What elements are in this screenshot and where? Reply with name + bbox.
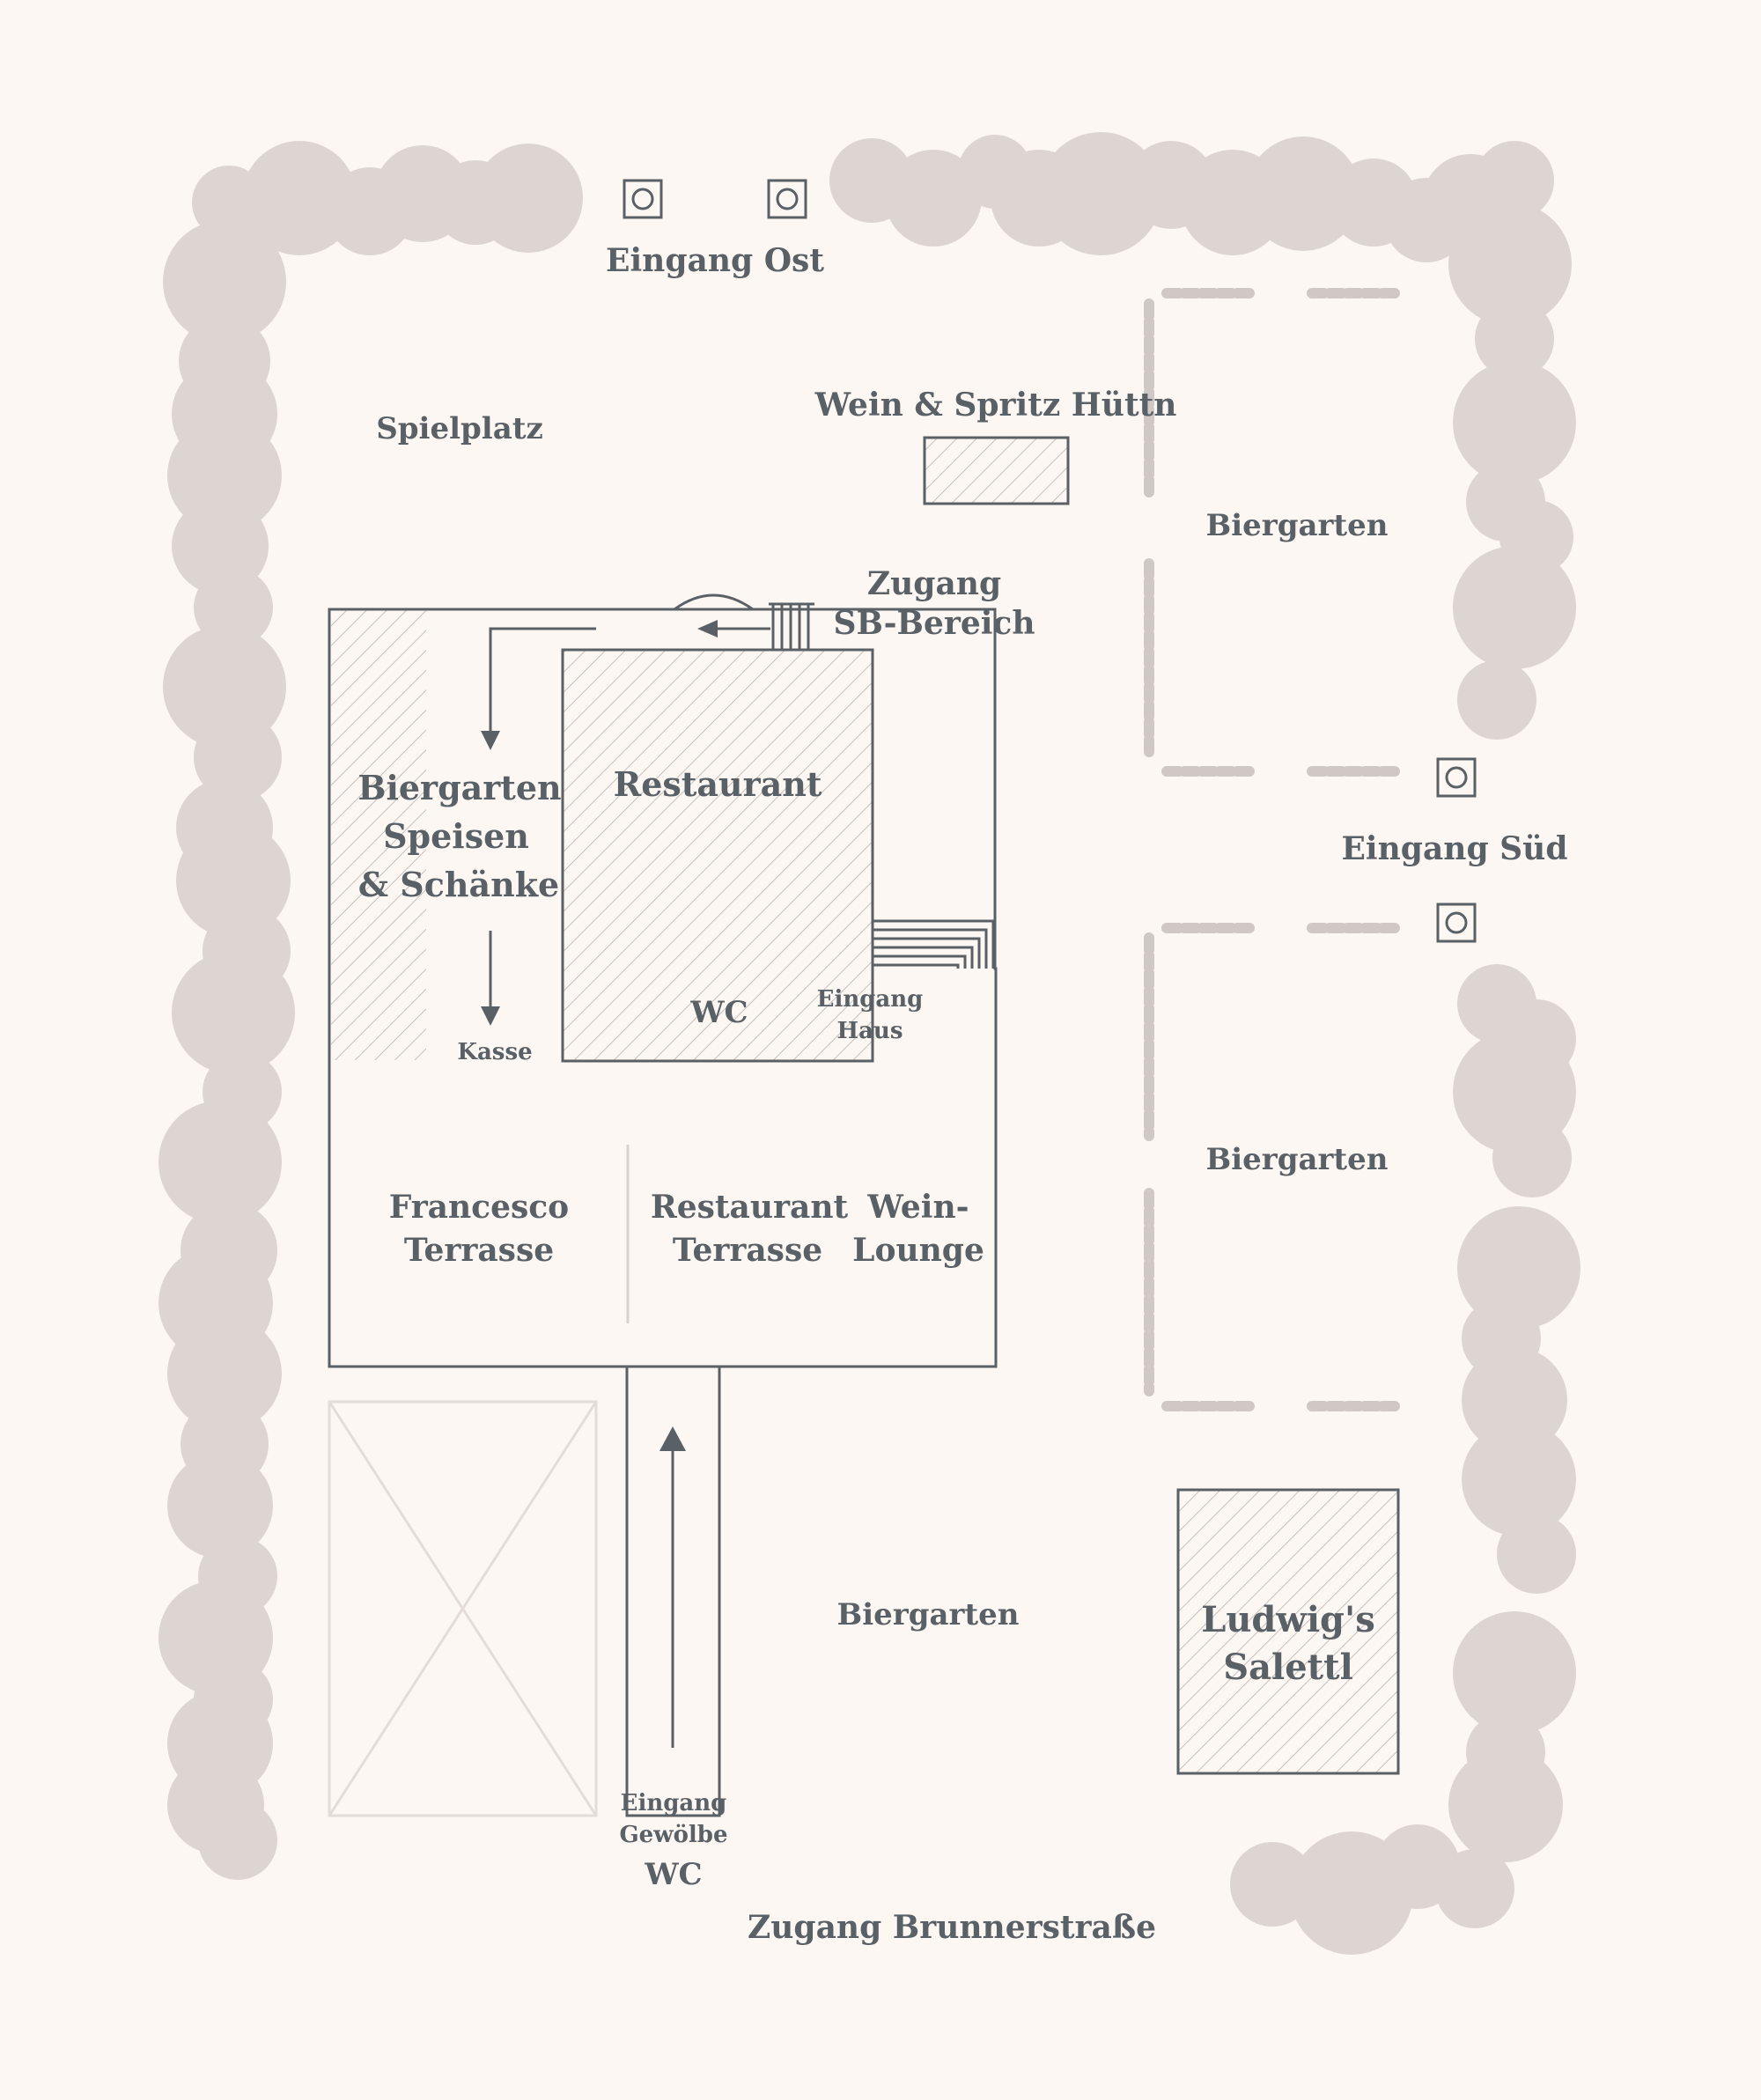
label-restaurant-terrasse-2: Terrasse xyxy=(673,1232,822,1269)
label-eingang-sued: Eingang Süd xyxy=(1341,830,1567,867)
label-restaurant-terrasse-1: Restaurant xyxy=(651,1189,849,1226)
label-biergarten-top: Biergarten xyxy=(1206,508,1389,543)
ludwigs-salettl-block xyxy=(1176,1488,1400,1775)
label-schaenke: & Schänke xyxy=(358,865,560,904)
label-wein-lounge-1: Wein- xyxy=(866,1189,969,1226)
fence-middle-biergarten xyxy=(1144,923,1405,1411)
wein-spritz-hut xyxy=(923,436,1070,505)
label-zugang-brunnerstrasse: Zugang Brunnerstraße xyxy=(748,1909,1156,1946)
haus-steps xyxy=(873,919,995,969)
gewoelbe-corridor xyxy=(625,1365,721,1817)
label-restaurant: Restaurant xyxy=(614,764,822,804)
label-salettl: Salettl xyxy=(1223,1647,1353,1688)
label-speisen: Speisen xyxy=(383,816,529,856)
label-wein-spritz-huettn: Wein & Spritz Hüttn xyxy=(814,387,1177,424)
main-building-outline xyxy=(328,608,998,1368)
label-kasse: Kasse xyxy=(457,1039,532,1065)
crossed-area xyxy=(328,1400,598,1817)
entrance-marker-ost-right xyxy=(767,179,807,219)
label-spielplatz: Spielplatz xyxy=(376,411,543,446)
label-eingang-haus: Eingang xyxy=(817,986,924,1013)
label-biergarten-bottom: Biergarten xyxy=(837,1597,1020,1632)
restaurant-block xyxy=(561,648,874,1063)
schaenke-hatched-strip xyxy=(331,609,426,1060)
sb-arch xyxy=(674,593,754,611)
sb-steps xyxy=(769,602,814,650)
label-eingang-gewoelbe: Eingang xyxy=(621,1790,727,1816)
label-haus: Haus xyxy=(837,1018,903,1044)
fence-top-biergarten xyxy=(1144,288,1405,777)
entrance-marker-sued-top xyxy=(1436,757,1477,798)
gewoelbe-arrow-icon xyxy=(659,1426,686,1748)
entrance-marker-sued-bottom xyxy=(1436,903,1477,943)
label-francesco: Francesco xyxy=(389,1189,569,1226)
label-eingang-ost: Eingang Ost xyxy=(606,242,824,279)
entrance-marker-ost-left xyxy=(623,179,663,219)
kasse-arrow-icon xyxy=(481,931,500,1026)
label-sb-bereich: SB-Bereich xyxy=(833,605,1035,642)
label-biergarten-middle: Biergarten xyxy=(1206,1142,1389,1177)
label-wein-lounge-2: Lounge xyxy=(852,1232,984,1269)
sb-arrow-icon xyxy=(697,620,770,637)
label-ludwigs: Ludwig's xyxy=(1201,1599,1375,1640)
hedge-trees xyxy=(158,132,1580,1955)
label-zugang: Zugang xyxy=(867,565,1001,602)
label-wc-gewoelbe: WC xyxy=(644,1857,702,1892)
schaenke-path-arrow-icon xyxy=(481,627,596,750)
label-francesco-terrasse: Terrasse xyxy=(404,1232,554,1269)
label-wc-haus: WC xyxy=(689,995,748,1030)
label-gewoelbe: Gewölbe xyxy=(619,1822,727,1848)
label-biergarten-speisen: Biergarten xyxy=(357,768,561,807)
